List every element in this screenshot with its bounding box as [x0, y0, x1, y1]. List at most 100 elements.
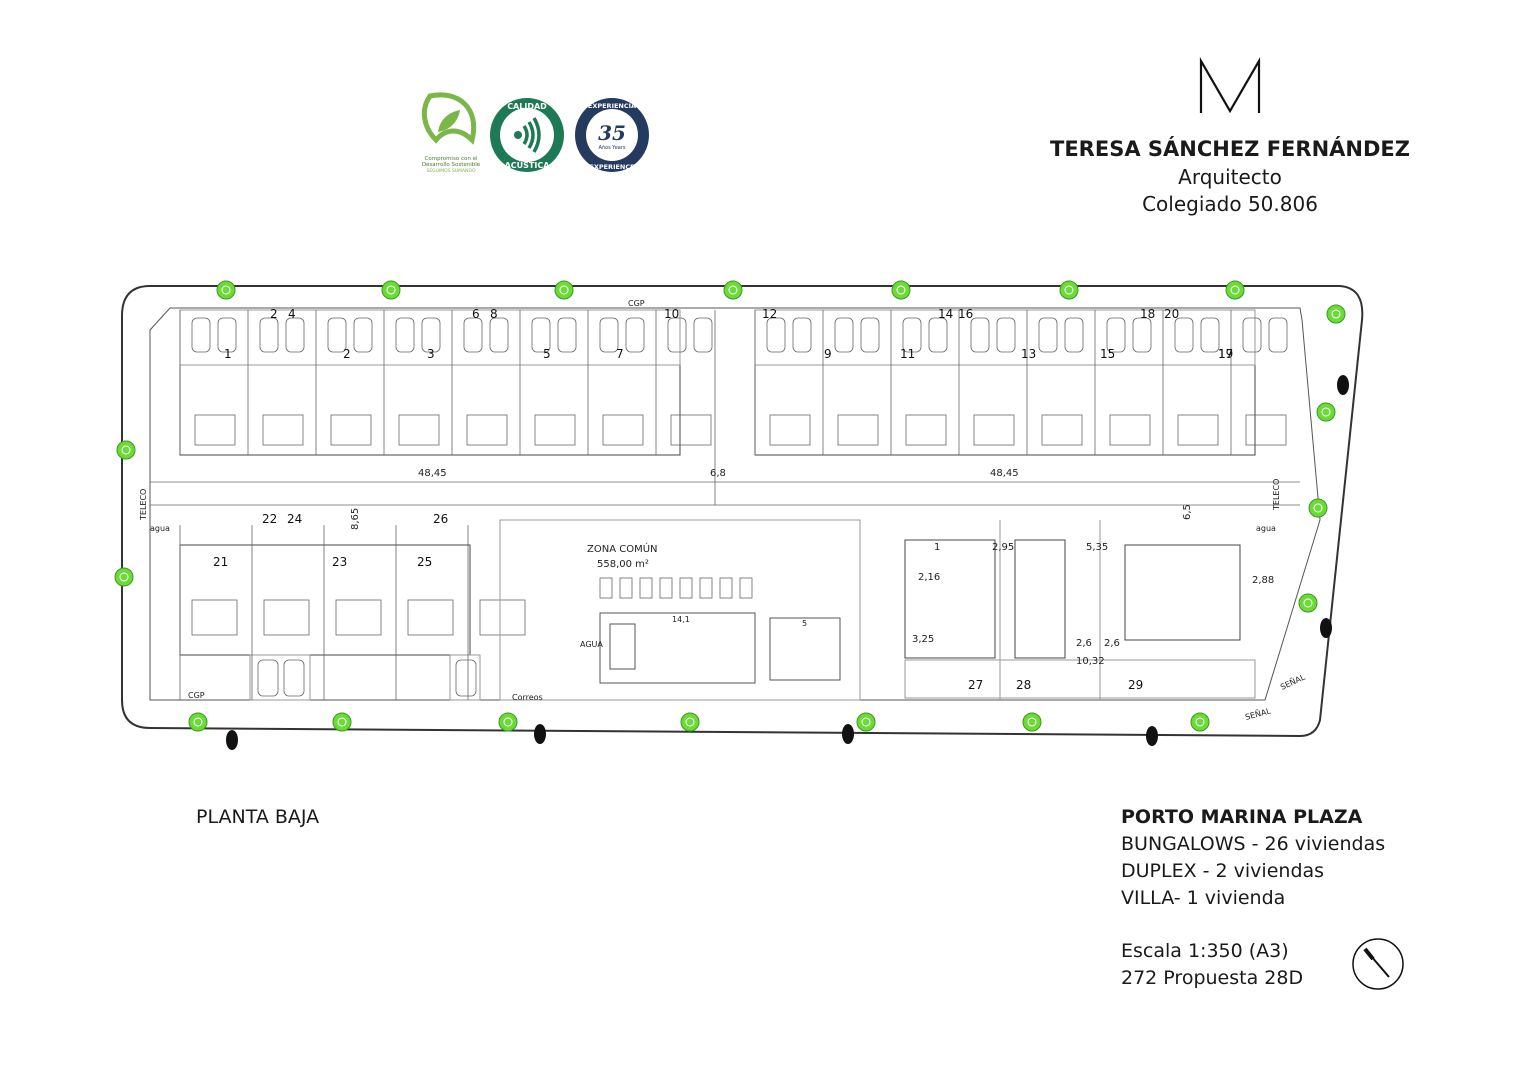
parking-car — [928, 317, 948, 353]
unit-number-pair: 12 — [762, 307, 777, 321]
experience-top-text: EXPERIENCIA — [588, 102, 636, 110]
tree-icon-inner — [503, 717, 513, 727]
parking-car — [353, 317, 373, 353]
sun-lounger — [639, 577, 653, 599]
project-bungalows: BUNGALOWS - 26 viviendas — [1121, 833, 1386, 855]
dim-right-width: 48,45 — [990, 468, 1019, 479]
unit-number: 11 — [900, 347, 915, 361]
parking-car — [970, 317, 990, 353]
unit-number: 9 — [824, 347, 832, 361]
parking-car — [395, 317, 415, 353]
label-zona-area: 558,00 m² — [597, 559, 649, 570]
architect-registration: Colegiado 50.806 — [1142, 192, 1318, 216]
duplex-number: 29 — [1128, 678, 1143, 692]
streetlight-icon — [534, 724, 546, 744]
project-scale: Escala 1:350 (A3) — [1121, 940, 1289, 962]
parking-car — [693, 317, 713, 353]
parking-car — [667, 317, 687, 353]
sustainability-text-1: Compromiso con el — [425, 156, 478, 162]
parking-car — [191, 317, 211, 353]
sustainability-text-3: SEGUIMOS SUMANDO — [426, 168, 475, 174]
unit-room — [335, 599, 382, 636]
unit-number-pair: 2 — [270, 307, 278, 321]
tree-icon — [891, 280, 911, 300]
unit-room — [330, 414, 372, 446]
experience-sub: Años Years — [598, 145, 625, 151]
unit-room — [407, 599, 454, 636]
dim-gap: 6,8 — [710, 468, 726, 479]
streetlight-icon — [226, 730, 238, 750]
parking-car — [455, 659, 477, 697]
acoustic-top-text: CALIDAD — [507, 102, 547, 111]
unit-room — [769, 414, 811, 446]
main-pool — [599, 612, 756, 684]
unit-room — [1245, 414, 1287, 446]
tree-icon-inner — [559, 285, 569, 295]
streetlight-icon — [1146, 726, 1158, 746]
inner-boundary — [149, 307, 1321, 701]
tree-icon — [332, 712, 352, 732]
tree-icon — [1308, 498, 1328, 518]
acoustic-quality-badge: CALIDAD ACÚSTICA — [490, 98, 564, 172]
dim-295: 2,95 — [992, 542, 1014, 553]
sun-lounger — [739, 577, 753, 599]
tree-icon — [554, 280, 574, 300]
unit-number-pair: 6 — [472, 307, 480, 321]
label-cgp-bottom: CGP — [188, 691, 205, 700]
streetlight-icon — [842, 724, 854, 744]
parking-car — [1242, 317, 1262, 353]
parking-car — [257, 659, 279, 697]
sun-lounger — [719, 577, 733, 599]
plan-title: PLANTA BAJA — [196, 806, 320, 828]
architect-role: Arquitecto — [1178, 165, 1282, 189]
dim-right-depth: 6,5 — [1182, 504, 1193, 520]
unit-room — [1177, 414, 1219, 446]
parking-car — [902, 317, 922, 353]
parking-car — [1132, 317, 1152, 353]
tree-icon — [498, 712, 518, 732]
dim-288: 2,88 — [1252, 575, 1274, 586]
parking-car — [1174, 317, 1194, 353]
sun-lounger — [619, 577, 633, 599]
parking-car — [625, 317, 645, 353]
unit-number: 2 — [343, 347, 351, 361]
tree-icon-inner — [1303, 598, 1313, 608]
unit-number: 21 — [213, 555, 228, 569]
unit-room — [837, 414, 879, 446]
duplex-number: 28 — [1016, 678, 1031, 692]
parking-car — [834, 317, 854, 353]
dim-pool-len: 14,1 — [672, 615, 690, 624]
label-cgp-top: CGP — [628, 299, 645, 308]
duplex-villa-area — [904, 520, 1256, 700]
tree-icon — [1225, 280, 1245, 300]
unit-number: 22 — [262, 512, 277, 526]
tree-icon-inner — [1313, 503, 1323, 513]
dim-pool-w: 5 — [802, 619, 807, 628]
unit-number: 13 — [1021, 347, 1036, 361]
parking-car — [285, 317, 305, 353]
tree-icon-inner — [121, 445, 131, 455]
dim-26b: 2,6 — [1104, 638, 1120, 649]
label-senal-2: SEÑAL — [1244, 705, 1272, 722]
small-pool — [769, 617, 841, 681]
project-name: PORTO MARINA PLAZA — [1121, 806, 1363, 828]
tree-icon-inner — [337, 717, 347, 727]
unit-room — [479, 599, 526, 636]
unit-number: 17 — [1218, 347, 1233, 361]
unit-number-pair: 4 — [288, 307, 296, 321]
tree-icon-inner — [1064, 285, 1074, 295]
parking-car — [557, 317, 577, 353]
unit-number-pair: 20 — [1164, 307, 1179, 321]
acoustic-bottom-text: ACÚSTICA — [505, 159, 551, 170]
dim-216: 2,16 — [918, 572, 940, 583]
sun-lounger — [699, 577, 713, 599]
unit-number-pair: 14 — [938, 307, 953, 321]
tree-icon-inner — [119, 572, 129, 582]
dim-1032: 10,32 — [1076, 656, 1105, 667]
duplex-number: 27 — [968, 678, 983, 692]
project-villa: VILLA- 1 vivienda — [1121, 887, 1286, 909]
unit-number: 7 — [616, 347, 624, 361]
tree-icon-inner — [1230, 285, 1240, 295]
tree-icon-inner — [193, 717, 203, 727]
